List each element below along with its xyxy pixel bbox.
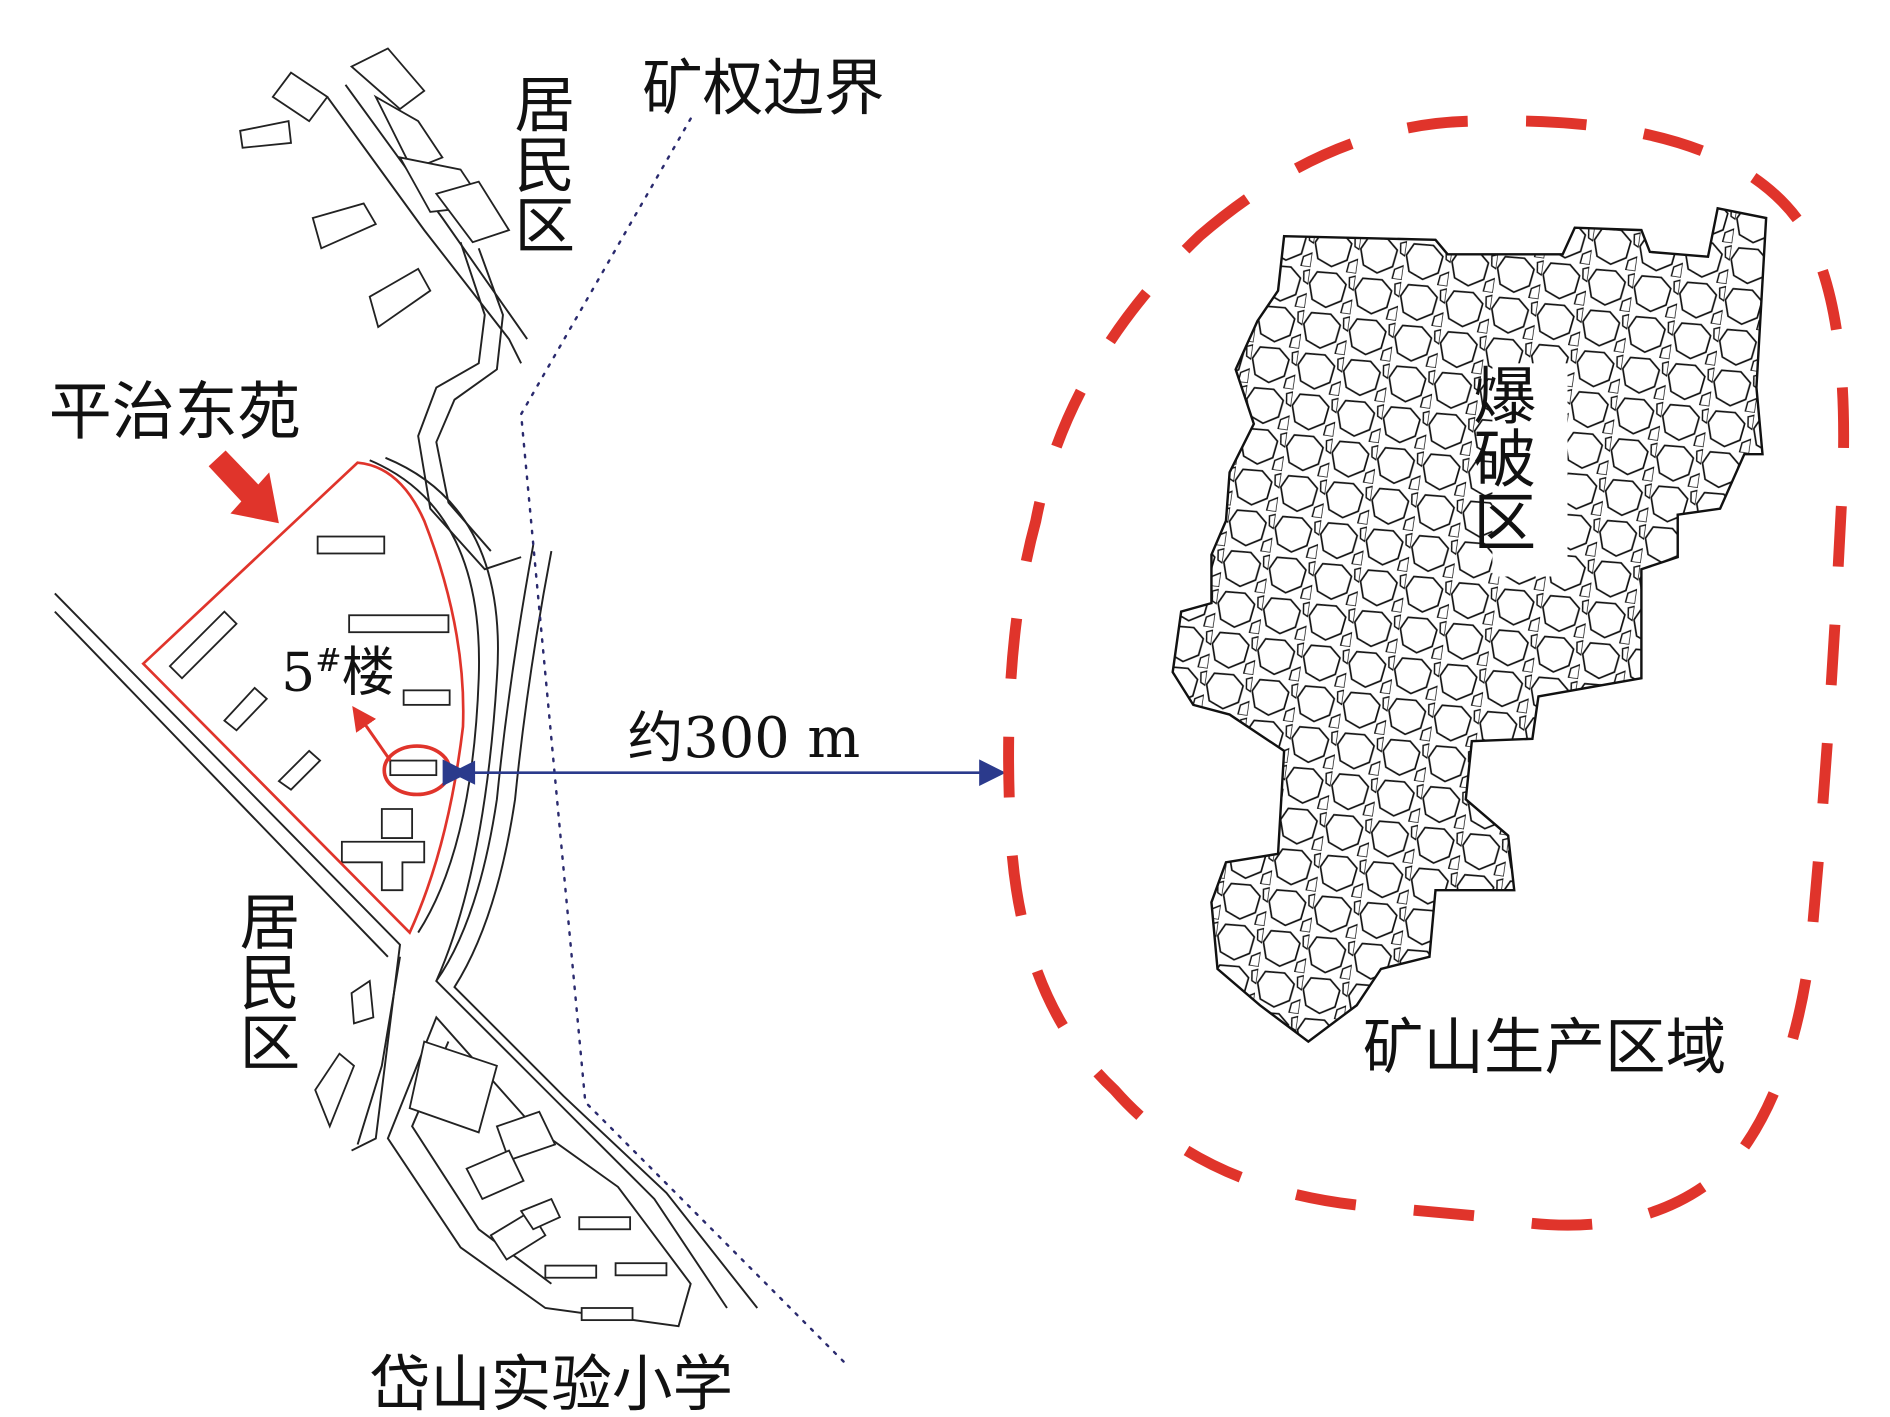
buildings: [168, 47, 668, 1322]
mining-boundary-label: 矿权边界: [642, 54, 884, 124]
community-label: 平治东苑: [49, 376, 301, 449]
community-boundary: [141, 461, 465, 935]
residential-north-text: 居民区: [504, 73, 574, 255]
mining-boundary-line: [519, 117, 850, 1368]
building-5-char: 楼: [342, 641, 395, 703]
blasting-label-bg: [1492, 363, 1568, 577]
building-5-number: 5: [281, 641, 315, 703]
building-5-pointer: [352, 706, 392, 762]
school-label: 岱山实验小学: [370, 1350, 733, 1417]
blasting-zone: [1171, 206, 1768, 1044]
building-5-sup: #: [315, 643, 341, 679]
label-residential-north: 居民区: [504, 73, 574, 255]
community-arrow: [208, 450, 279, 524]
building-5-label: 5#楼: [281, 641, 395, 703]
mine-production-label: 矿山生产区域: [1363, 1013, 1726, 1083]
blasting-zone-label: 爆破区: [1463, 363, 1536, 552]
roads: [54, 84, 759, 1328]
arrow-head-left: [450, 760, 476, 785]
residential-south-label: 居民区: [229, 890, 299, 1072]
distance-label: 约300 m: [628, 706, 861, 771]
